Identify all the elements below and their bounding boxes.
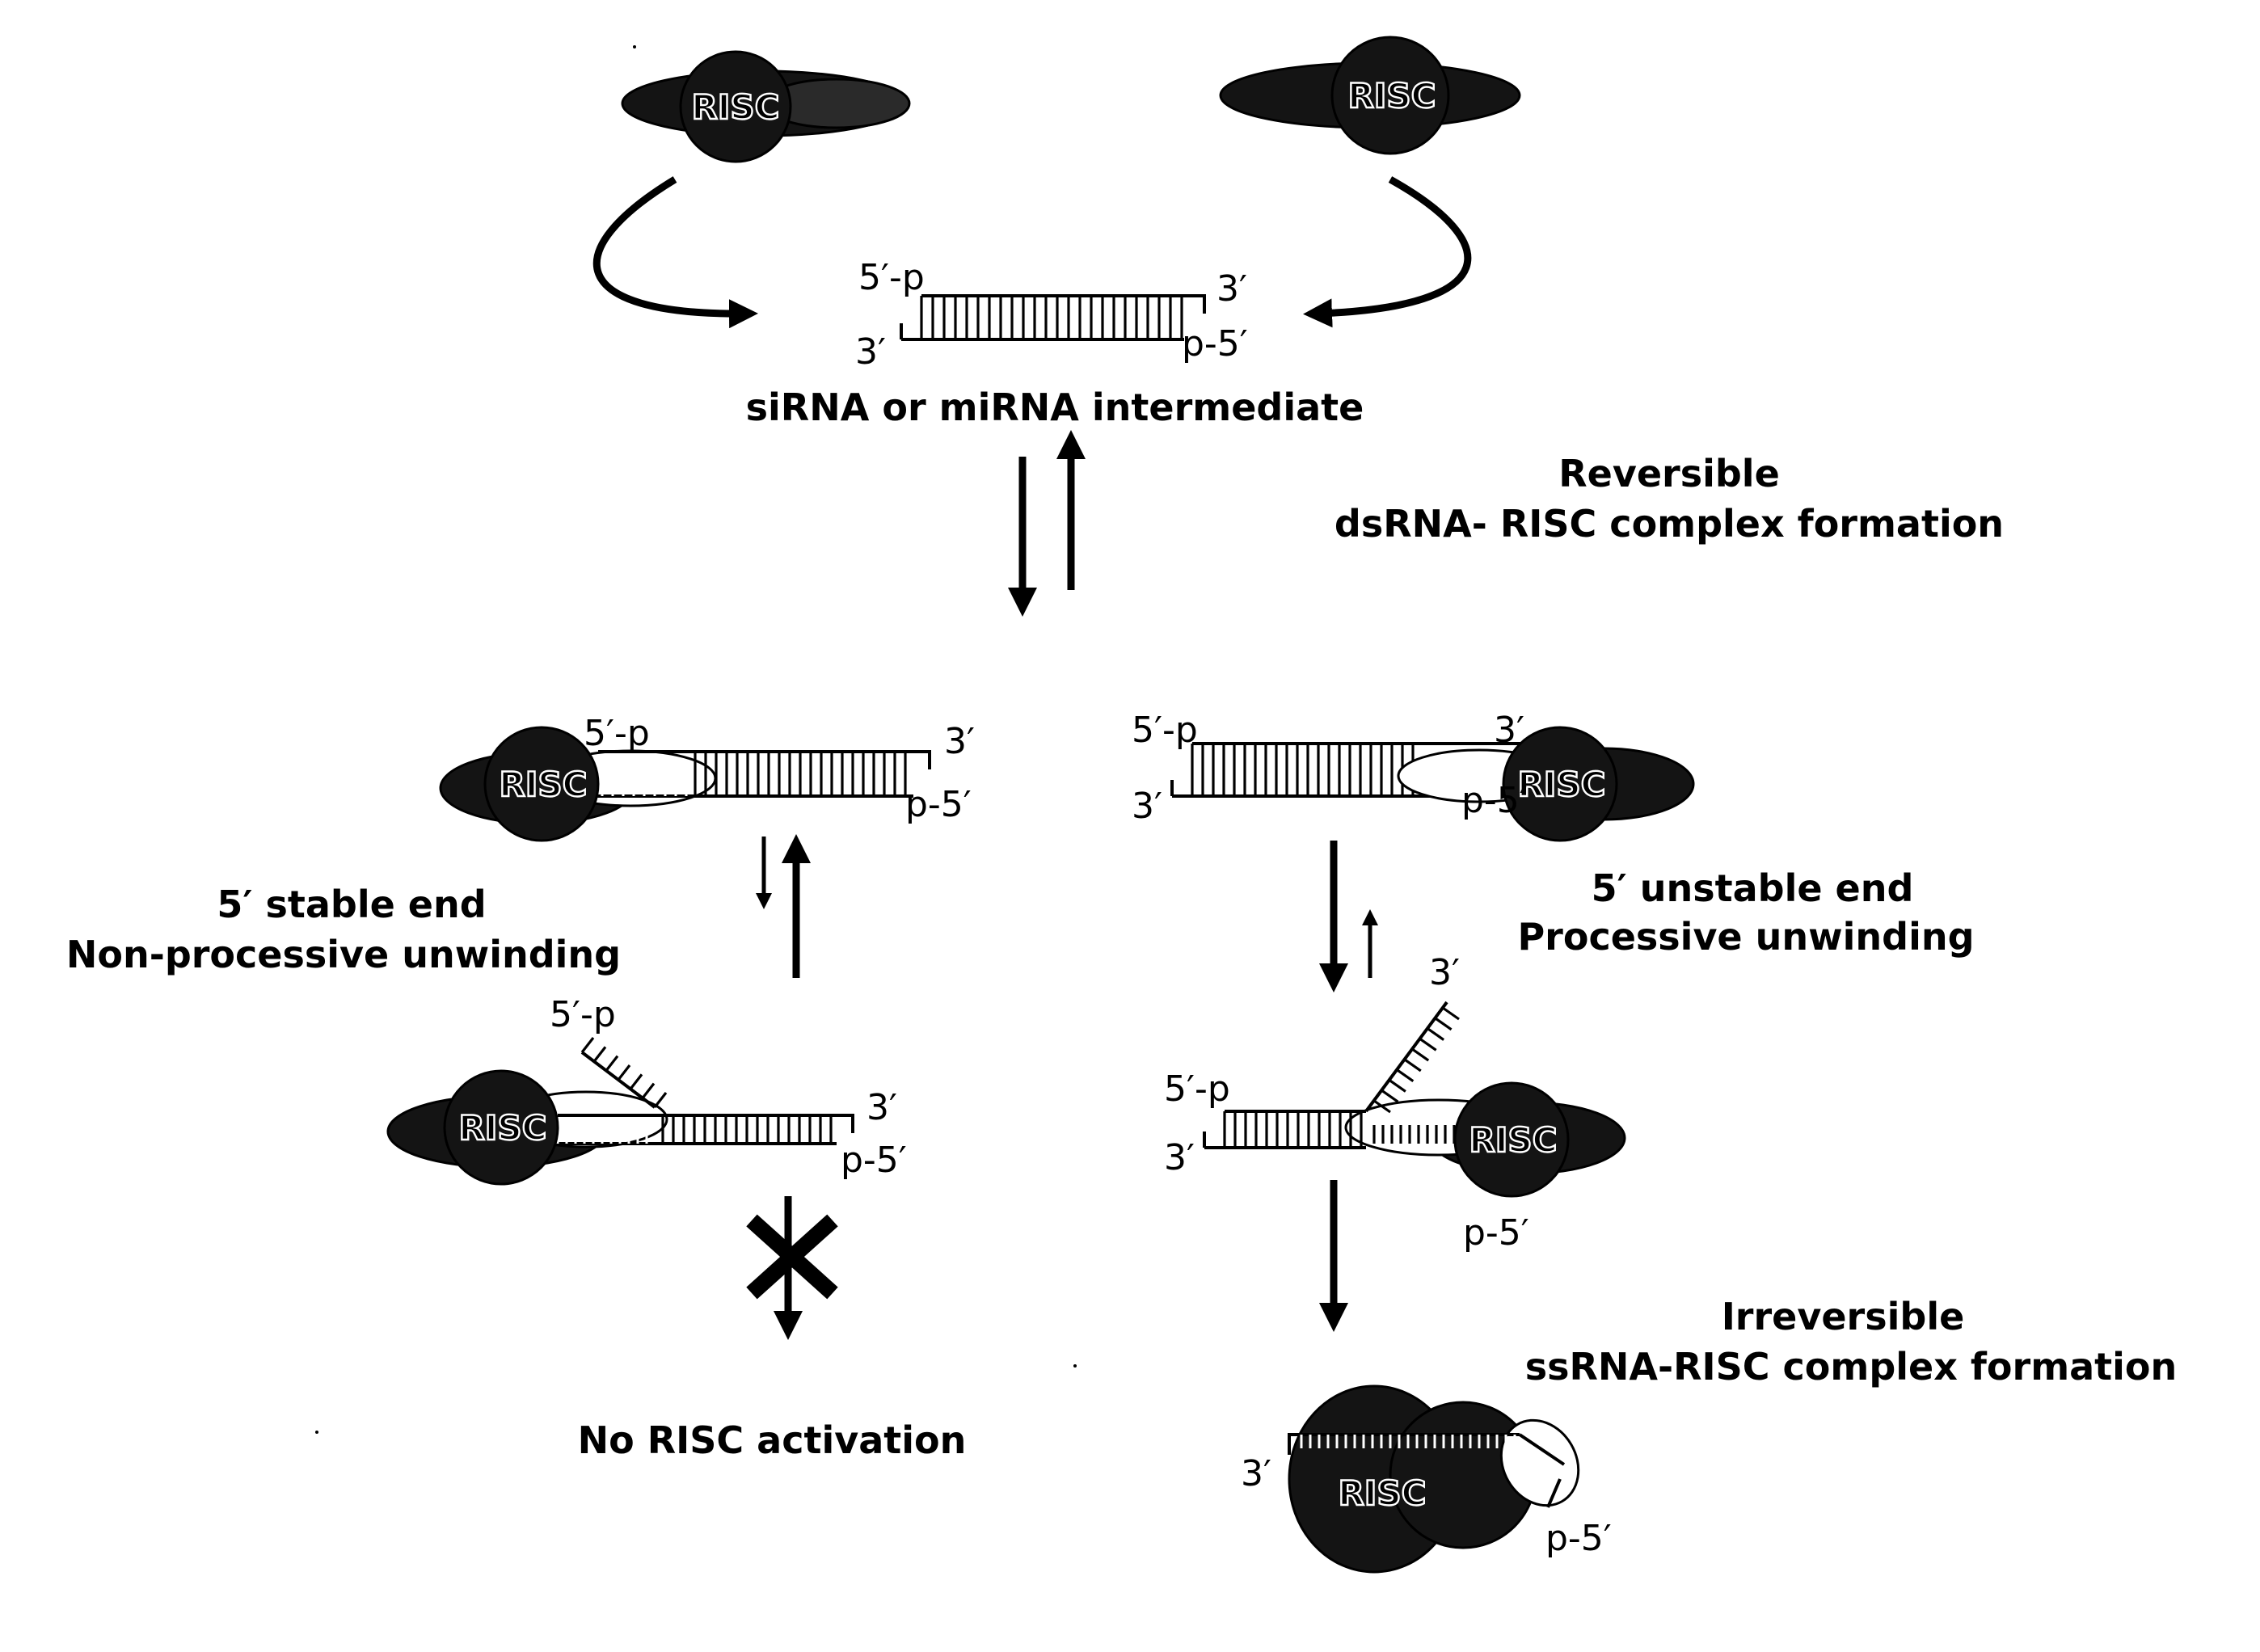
risc-complex-top-right: RISC — [1221, 37, 1520, 154]
base — [655, 1093, 666, 1107]
risc-label: RISC — [499, 765, 587, 804]
unstable-end-label: Processive unwinding — [1517, 915, 1974, 959]
base — [618, 1065, 630, 1080]
base — [643, 1084, 654, 1098]
five-prime-phosphate-label: p-5′ — [1461, 780, 1528, 821]
risc-dsrna-complex-right: RISC 5′-p 3′ 3′ p-5′ — [1132, 710, 1693, 841]
unstable-end-label: 5′ unstable end — [1592, 866, 1914, 910]
three-prime-end-label: 3′ — [944, 721, 975, 762]
five-prime-phosphate-label: p-5′ — [905, 784, 972, 825]
speck — [315, 1431, 318, 1434]
reversible-label: Reversible — [1558, 452, 1780, 495]
base — [606, 1056, 618, 1071]
binding-arrow-right — [1318, 179, 1468, 314]
five-prime-phosphate-label: p-5′ — [841, 1140, 907, 1181]
speck — [1073, 1364, 1077, 1368]
three-prime-end-label: 3′ — [1132, 786, 1162, 827]
stable-end-label: 5′ stable end — [217, 883, 486, 926]
dsrna-intermediate: 5′-p 3′ 3′ p-5′ — [855, 257, 1248, 373]
ssrna-risc-complex: RISC 3′ p-5′ — [1241, 1386, 1612, 1572]
three-prime-end-label: 3′ — [1429, 952, 1460, 993]
base — [582, 1038, 593, 1052]
risc-label: RISC — [1338, 1473, 1426, 1513]
five-prime-phosphate-label: p-5′ — [1463, 1212, 1529, 1254]
unwinding-complex-right: RISC 5′-p 3′ 3′ p-5′ — [1164, 952, 1625, 1254]
base — [1436, 1018, 1452, 1030]
risc-label: RISC — [1517, 765, 1605, 804]
risc-label: RISC — [1347, 76, 1436, 116]
base — [1420, 1039, 1436, 1050]
three-prime-end-label: 3′ — [1164, 1137, 1195, 1178]
three-prime-end-label: 3′ — [855, 331, 886, 373]
risc-label: RISC — [1469, 1120, 1557, 1160]
three-prime-end-label: 3′ — [866, 1087, 897, 1128]
five-prime-phosphate-label: p-5′ — [1182, 323, 1248, 365]
five-prime-end-label: 5′-p — [584, 713, 650, 754]
five-prime-end-label: 5′-p — [1164, 1068, 1230, 1110]
intermediate-title: siRNA or miRNA intermediate — [746, 386, 1364, 429]
base — [1381, 1090, 1398, 1102]
three-prime-end-label: 3′ — [1494, 710, 1524, 751]
risc-label: RISC — [458, 1108, 546, 1148]
irreversible-label: Irreversible — [1722, 1295, 1965, 1338]
base — [1443, 1008, 1459, 1019]
base — [1405, 1060, 1421, 1071]
base — [1427, 1029, 1444, 1040]
five-prime-end-label: 5′-p — [550, 994, 616, 1035]
base — [1389, 1080, 1406, 1091]
five-prime-end-label: 5′-p — [1132, 710, 1198, 751]
partially-unwound-complex-left: RISC 5′-p 3′ p-5′ — [388, 994, 907, 1184]
no-activation-label: No RISC activation — [578, 1418, 967, 1462]
three-prime-end-label: 3′ — [1216, 268, 1247, 310]
irreversible-label: ssRNA-RISC complex formation — [1525, 1345, 2178, 1389]
risc-complex-top-left: RISC — [622, 52, 909, 162]
speck — [633, 45, 636, 48]
base — [630, 1074, 642, 1089]
five-prime-end-label: 5′-p — [858, 257, 925, 298]
base — [1397, 1070, 1413, 1081]
reversible-label: dsRNA- RISC complex formation — [1334, 502, 2004, 546]
three-prime-end-label: 3′ — [1241, 1453, 1271, 1494]
risc-label: RISC — [691, 87, 779, 127]
base — [1412, 1049, 1428, 1060]
base — [594, 1047, 605, 1061]
binding-arrow-left — [597, 179, 744, 314]
five-prime-phosphate-label: p-5′ — [1545, 1518, 1612, 1559]
risc-dsrna-complex-left: RISC 5′-p 3′ p-5′ — [441, 713, 975, 841]
stable-end-label: Non-processive unwinding — [66, 933, 621, 976]
blocked-arrow — [752, 1196, 833, 1325]
